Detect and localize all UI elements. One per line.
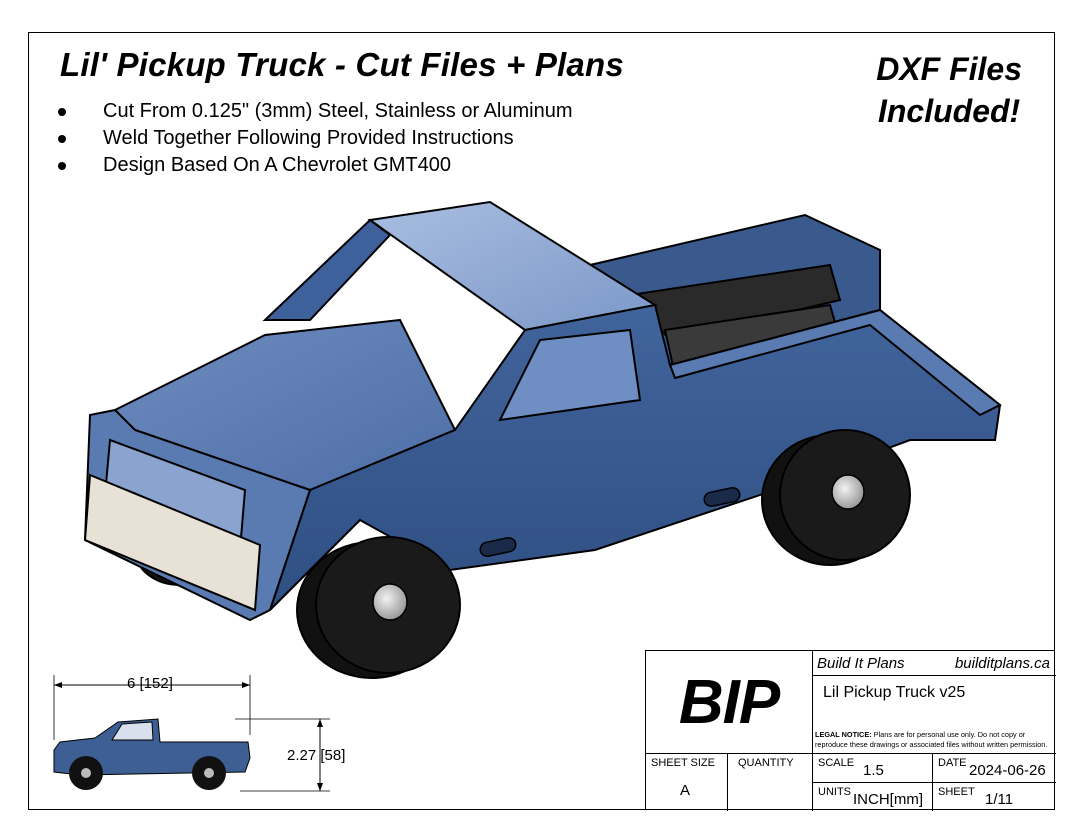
units-label: UNITS <box>818 786 851 798</box>
feature-item: Design Based On A Chevrolet GMT400 <box>58 152 572 179</box>
part-name-cell: Lil Pickup Truck v25 LEGAL NOTICE: Plans… <box>813 676 1056 754</box>
side-elevation-view <box>53 675 330 792</box>
page-title: Lil' Pickup Truck - Cut Files + Plans <box>60 46 624 83</box>
feature-text: Design Based On A Chevrolet GMT400 <box>103 154 451 176</box>
sheet-label: SHEET <box>938 786 975 798</box>
part-name: Lil Pickup Truck v25 <box>823 684 966 701</box>
feature-text: Weld Together Following Provided Instruc… <box>103 127 514 149</box>
units-value: INCH[mm] <box>853 791 923 808</box>
feature-list: Cut From 0.125" (3mm) Steel, Stainless o… <box>58 98 572 179</box>
sheet-size-cell: SHEET SIZE A <box>646 754 728 811</box>
dxf-promo: DXF Files Included! <box>876 48 1022 132</box>
scale-cell: SCALE 1.5 <box>813 754 933 783</box>
feature-item: Cut From 0.125" (3mm) Steel, Stainless o… <box>58 98 572 125</box>
length-dimension: 6 [152] <box>127 675 173 692</box>
title-block: BIP Build It Plans builditplans.ca Lil P… <box>645 650 1056 811</box>
quantity-label: QUANTITY <box>738 757 794 769</box>
scale-label: SCALE <box>818 757 855 769</box>
feature-item: Weld Together Following Provided Instruc… <box>58 125 572 152</box>
drawing-border <box>28 32 1055 810</box>
bip-logo: BIP <box>646 651 813 754</box>
height-dimension: 2.27 [58] <box>287 747 346 764</box>
dxf-promo-line2: Included! <box>877 93 1021 129</box>
legal-notice: LEGAL NOTICE: Plans are for personal use… <box>815 730 1053 749</box>
units-cell: UNITS INCH[mm] <box>813 783 933 811</box>
date-cell: DATE 2024-06-26 <box>933 754 1056 783</box>
company-row: Build It Plans builditplans.ca <box>813 651 1056 676</box>
date-value: 2024-06-26 <box>969 762 1046 779</box>
legal-notice-title: LEGAL NOTICE: <box>815 730 872 739</box>
truck-render <box>83 200 1002 679</box>
bullet-icon <box>58 108 66 116</box>
date-label: DATE <box>938 757 967 769</box>
bullet-icon <box>58 162 66 170</box>
dxf-promo-line1: DXF Files <box>876 51 1022 87</box>
bullet-icon <box>58 135 66 143</box>
legal-notice-text: Plans are for personal use only. Do not … <box>815 730 1048 749</box>
sheet-size-value: A <box>680 782 691 799</box>
sheet-size-label: SHEET SIZE <box>651 757 715 769</box>
company-name: Build It Plans <box>817 655 905 672</box>
sheet-value: 1/11 <box>985 791 1014 808</box>
feature-text: Cut From 0.125" (3mm) Steel, Stainless o… <box>103 100 573 122</box>
company-website: builditplans.ca <box>954 655 1050 672</box>
scale-value: 1.5 <box>863 762 884 779</box>
sheet-cell: SHEET 1/11 <box>933 783 1056 811</box>
quantity-cell: QUANTITY <box>728 754 813 811</box>
